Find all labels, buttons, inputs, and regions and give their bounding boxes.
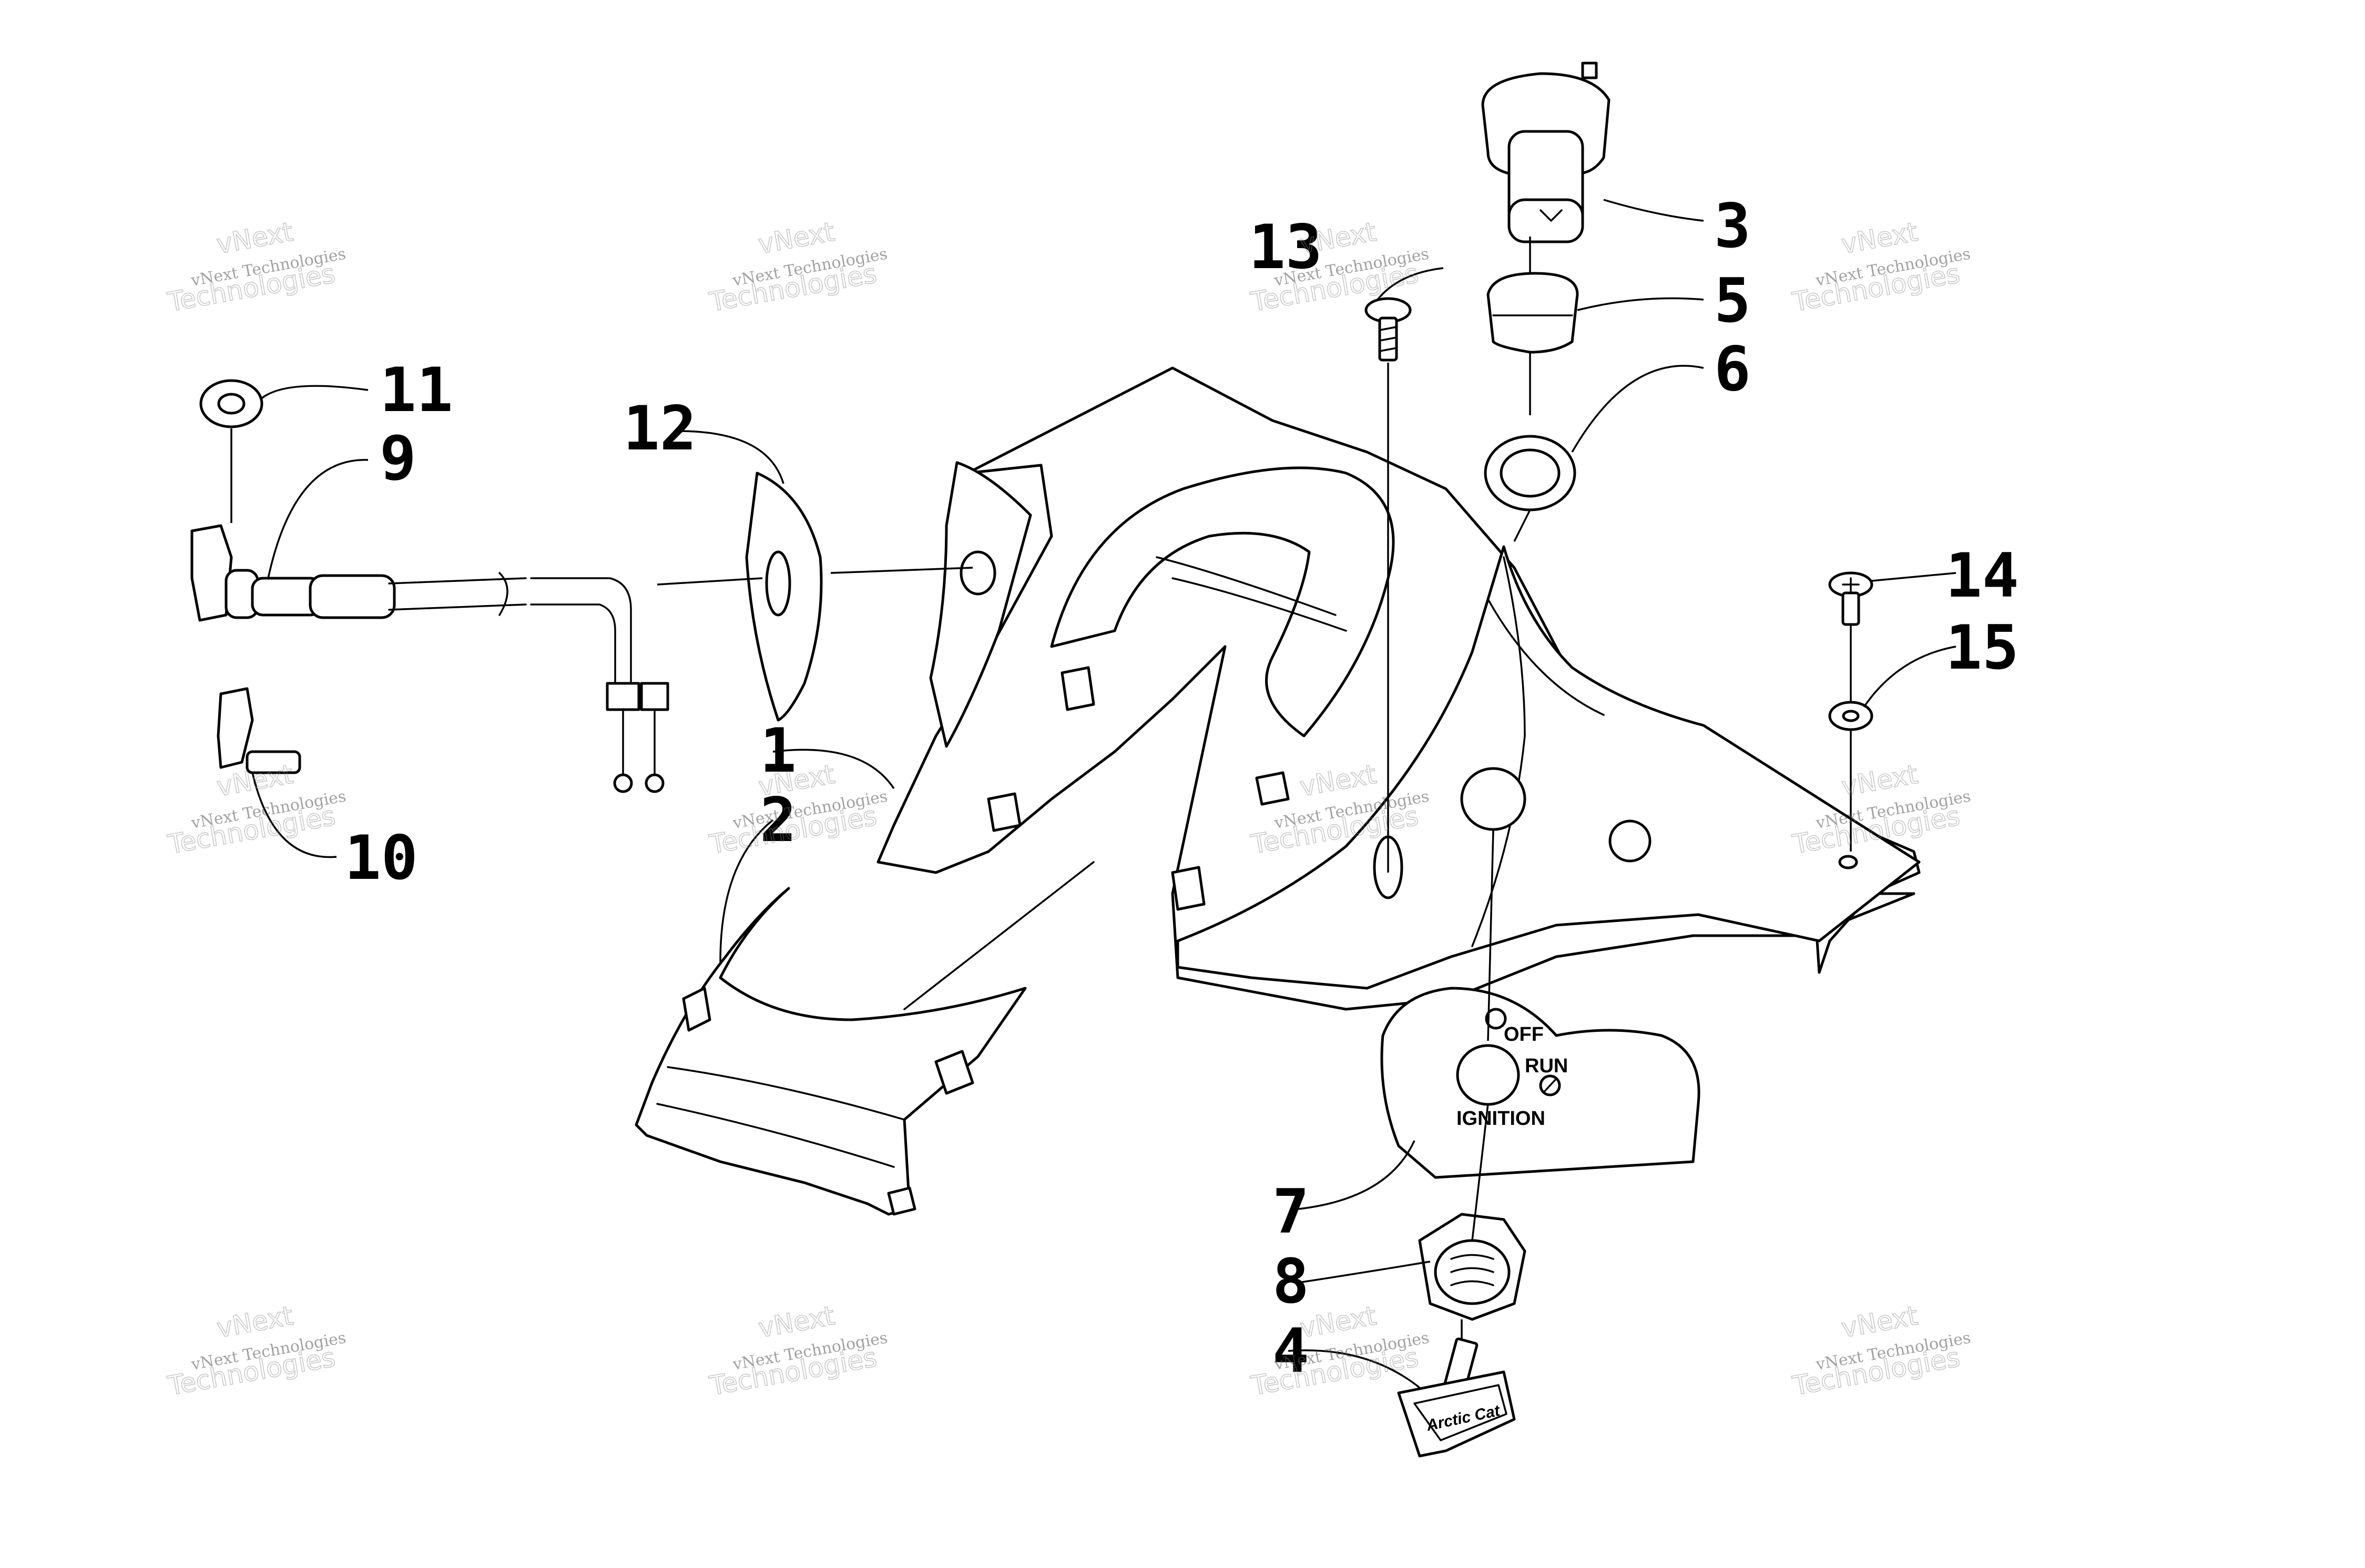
svg-text:vNext: vNext — [756, 1300, 837, 1344]
callout-numbers: 1 2 3 4 5 6 7 8 9 10 11 12 13 14 15 — [344, 191, 2019, 1387]
watermark: vNext Technologies vNext Technologies — [165, 216, 348, 318]
watermark: vNext Technologies vNext Technologies — [1248, 1300, 1431, 1402]
choke-lever-10 — [217, 687, 301, 774]
callout-12: 12 — [623, 393, 697, 464]
svg-text:vNext: vNext — [756, 217, 837, 260]
choke-mount-hole — [960, 550, 996, 596]
screw-14 — [1828, 571, 1873, 626]
leader-lines — [230, 199, 1956, 1389]
choke-cable — [190, 524, 669, 793]
choke-knob-nut — [199, 379, 263, 428]
choke-bezel-12 — [745, 472, 823, 722]
run-label: RUN — [1525, 1055, 1568, 1077]
callout-13: 13 — [1249, 212, 1322, 283]
console-right-panel — [1176, 545, 1921, 990]
callout-15: 15 — [1945, 612, 2019, 683]
ignition-label: IGNITION — [1456, 1108, 1545, 1130]
svg-text:vNext: vNext — [1839, 217, 1920, 260]
washer-15 — [1828, 701, 1873, 731]
callout-10: 10 — [344, 823, 418, 894]
callout-1: 1 — [760, 715, 797, 786]
callout-7: 7 — [1272, 1176, 1309, 1247]
watermark: vNext Technologies vNext Technologies — [1790, 216, 1972, 318]
callout-14: 14 — [1945, 540, 2019, 611]
ignition-mount-hole — [1460, 767, 1526, 831]
watermark: vNext Technologies vNext Technologies — [1790, 1300, 1972, 1402]
watermark: vNext Technologies vNext Technologies — [707, 759, 889, 860]
ignition-decal-plate: OFF RUN IGNITION — [1380, 987, 1700, 1179]
switch-sleeve — [1486, 272, 1579, 354]
console-arch — [1050, 466, 1395, 737]
callout-2: 2 — [760, 785, 797, 856]
watermark: vNext Technologies vNext Technologies — [707, 216, 889, 318]
choke-bezel-arrow — [657, 567, 973, 586]
callout-5: 5 — [1714, 265, 1751, 336]
svg-text:vNext: vNext — [1298, 1300, 1379, 1344]
console-left-tower — [929, 461, 1032, 748]
svg-text:vNext: vNext — [1839, 1300, 1920, 1344]
off-label: OFF — [1504, 1023, 1544, 1046]
watermark: vNext Technologies vNext Technologies — [707, 1300, 889, 1402]
ignition-switch — [1481, 62, 1610, 243]
accessory-mount-hole — [1608, 819, 1652, 863]
console-housing — [876, 366, 1921, 1011]
screw-hole-right — [1838, 855, 1858, 869]
callout-6: 6 — [1714, 334, 1751, 405]
callout-9: 9 — [380, 423, 416, 494]
callout-4: 4 — [1272, 1316, 1309, 1387]
watermark: vNext Technologies vNext Technologies — [165, 759, 348, 860]
ignition-key: Arctic Cat — [1397, 1337, 1516, 1458]
lower-cover-body — [635, 887, 1027, 1216]
watermark: vNext Technologies vNext Technologies — [165, 1300, 348, 1402]
lock-ring — [1484, 435, 1576, 511]
callout-3: 3 — [1714, 191, 1751, 262]
screw-13 — [1364, 297, 1412, 362]
svg-text:vNext: vNext — [215, 217, 295, 260]
lower-cover — [635, 861, 1095, 1216]
callout-11: 11 — [380, 355, 453, 426]
svg-text:vNext: vNext — [215, 1300, 295, 1344]
hex-nut — [1418, 1213, 1526, 1321]
callout-8: 8 — [1272, 1246, 1309, 1317]
